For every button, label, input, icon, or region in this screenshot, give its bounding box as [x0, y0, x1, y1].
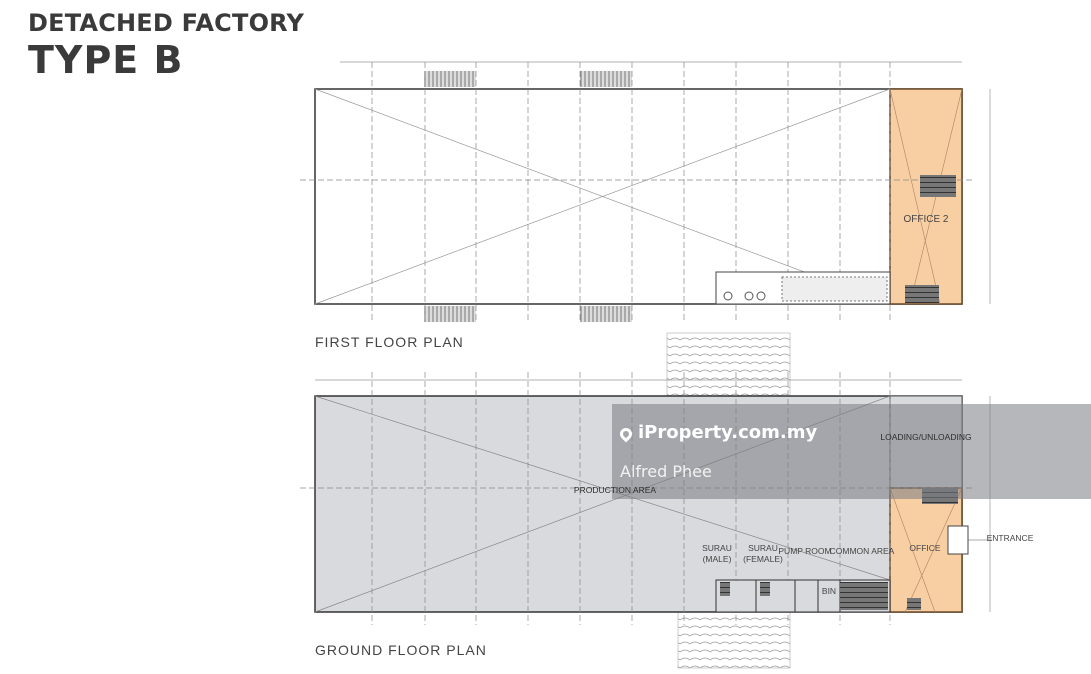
room-label-bin: BIN — [822, 586, 836, 596]
room-label-surau-female: SURAU(FEMALE) — [743, 543, 783, 564]
staircase — [840, 582, 888, 610]
first-floor-plan: OFFICE 2 FIRST FLOOR PLAN — [300, 61, 991, 350]
room-label-surau-male: SURAU(MALE) — [702, 543, 732, 564]
title-line1: DETACHED FACTORY — [28, 9, 305, 37]
watermark-logo: iProperty.com.my — [617, 422, 818, 443]
location-pin-icon — [617, 425, 635, 443]
room-label-office-2: OFFICE 2 — [903, 214, 948, 225]
room-label-office: OFFICE — [909, 543, 940, 553]
ramp — [666, 332, 791, 397]
watermark-brand: iProperty.com.my — [638, 422, 818, 443]
louver-window — [424, 71, 476, 87]
ground-floor-plan: SURAU(MALE) SURAU(FEMALE) PUMP ROOM COMM… — [300, 332, 1034, 669]
louver-window — [580, 71, 632, 87]
ground-floor-plan-label: GROUND FLOOR PLAN — [315, 642, 487, 658]
louver-window — [580, 306, 632, 322]
room-label-common-area: COMMON AREA — [830, 546, 895, 556]
room-label-entrance: ENTRANCE — [987, 533, 1034, 543]
staircase — [905, 285, 939, 303]
title-line2: TYPE B — [28, 38, 184, 82]
entrance-porch — [947, 525, 969, 555]
watermark-agent-name: Alfred Phee — [620, 462, 712, 481]
first-floor-plan-label: FIRST FLOOR PLAN — [315, 334, 464, 350]
room-label-pump-room: PUMP ROOM — [778, 546, 831, 556]
staircase — [920, 175, 956, 197]
watermark-banner: iProperty.com.my Alfred Phee — [612, 404, 1091, 499]
louver-window — [424, 306, 476, 322]
ramp — [677, 611, 791, 669]
